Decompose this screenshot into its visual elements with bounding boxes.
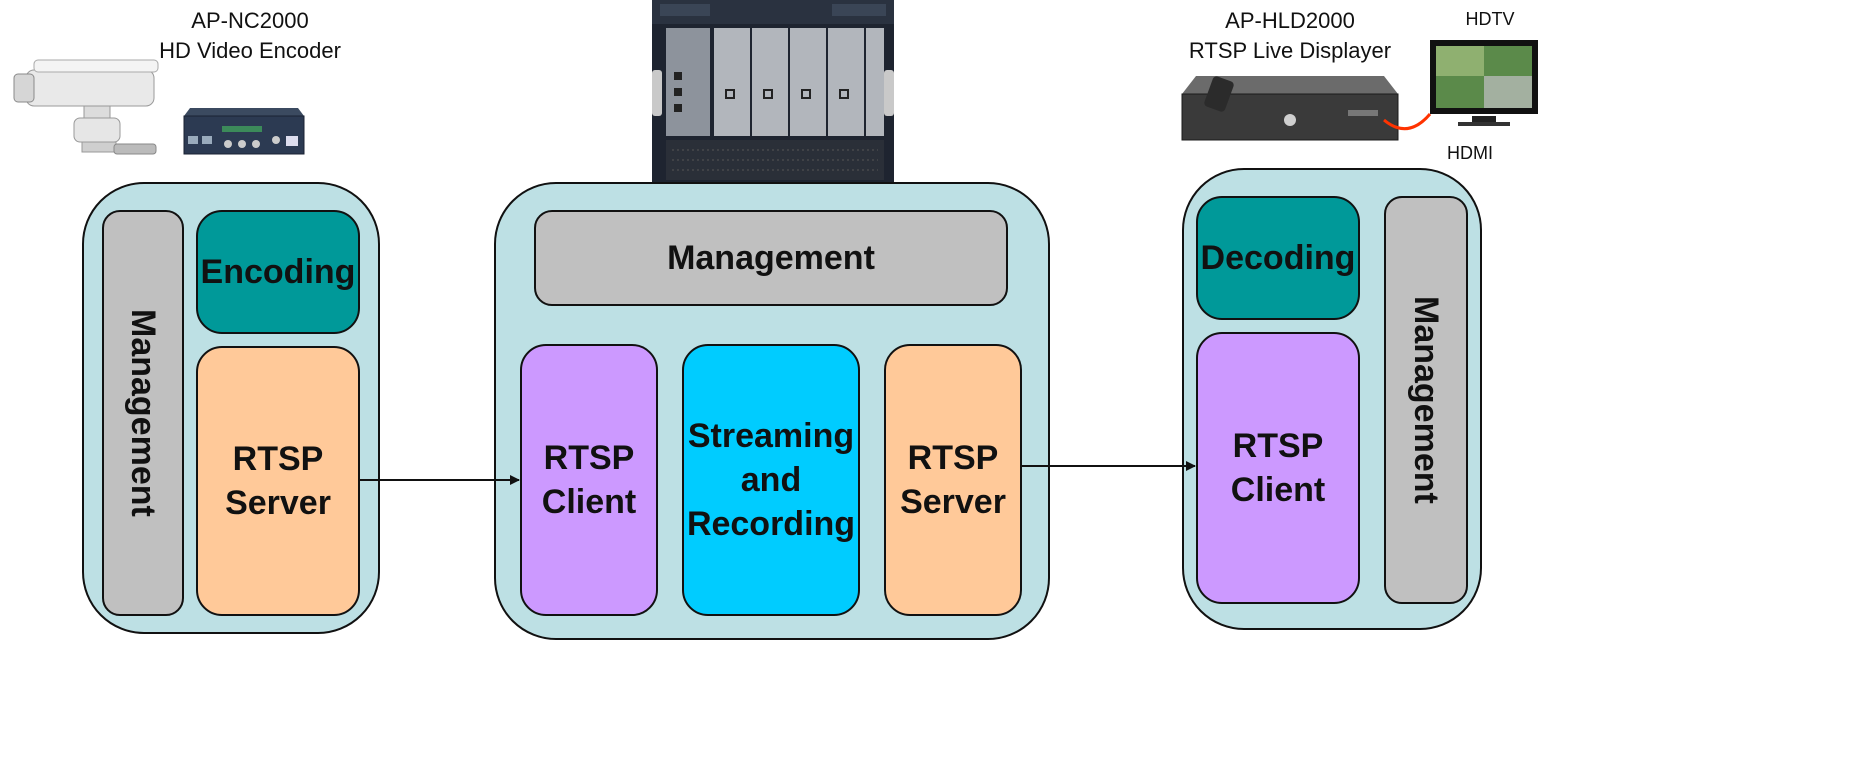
encoder-management-block: Management <box>102 210 184 616</box>
encoder-description-label: HD Video Encoder <box>159 38 341 63</box>
encoder-device-icon <box>183 108 305 155</box>
encoder-model-label: AP-NC2000 <box>191 8 309 33</box>
encoder-management-label: Management <box>124 309 162 517</box>
streaming-recording-block: Streaming and Recording <box>682 344 860 616</box>
displayer-model-label: AP-HLD2000 <box>1225 8 1355 33</box>
hdmi-cable-line <box>1383 113 1432 131</box>
displayer-management-block: Management <box>1384 196 1468 604</box>
encoder-caption: AP-NC2000 HD Video Encoder <box>110 6 390 66</box>
surveillance-camera-icon <box>13 59 159 155</box>
displayer-management-label: Management <box>1407 296 1445 504</box>
displayer-description-label: RTSP Live Displayer <box>1188 38 1392 63</box>
encoding-label: Encoding <box>200 253 356 291</box>
displayer-caption: AP-HLD2000 RTSP Live Displayer <box>1150 6 1430 66</box>
decoding-block: Decoding <box>1196 196 1360 320</box>
server-rtsp-server-block: RTSP Server <box>884 344 1022 616</box>
hdtv-icon <box>1430 40 1538 126</box>
streaming-recording-label: Streaming and Recording <box>686 417 856 543</box>
server-rtsp-client-label: RTSP Client <box>541 439 637 521</box>
displayer-rtsp-client-block: RTSP Client <box>1196 332 1360 604</box>
encoder-rtsp-server-block: RTSP Server <box>196 346 360 616</box>
hdmi-label: HDMI <box>1447 143 1493 163</box>
displayer-device-icon <box>1181 76 1399 141</box>
streaming-server-chassis-icon <box>652 0 894 186</box>
decoding-label: Decoding <box>1200 239 1356 277</box>
server-management-block: Management <box>534 210 1008 306</box>
encoder-rtsp-server-label: RTSP Server <box>225 440 331 522</box>
server-rtsp-server-label: RTSP Server <box>900 439 1006 521</box>
displayer-rtsp-client-label: RTSP Client <box>1230 427 1326 509</box>
server-management-label: Management <box>667 239 875 277</box>
hdtv-label: HDTV <box>1465 9 1515 29</box>
encoding-block: Encoding <box>196 210 360 334</box>
server-rtsp-client-block: RTSP Client <box>520 344 658 616</box>
